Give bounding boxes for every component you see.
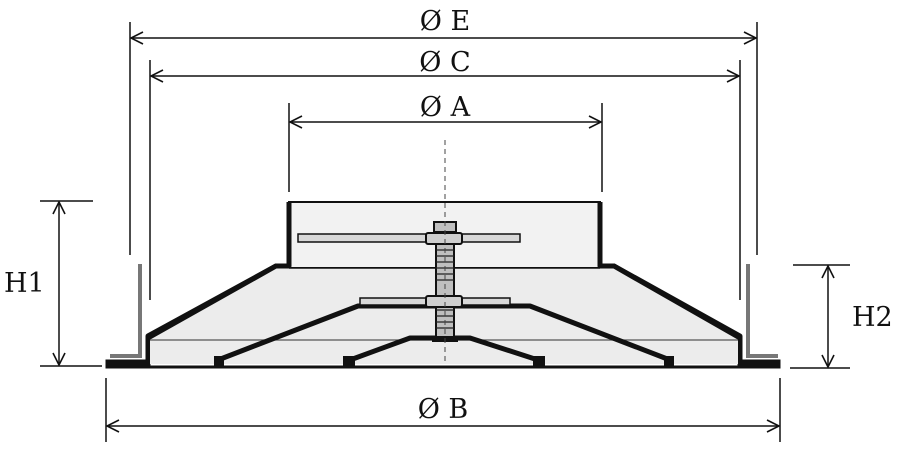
foot bbox=[664, 356, 674, 366]
label-dia-e: Ø E bbox=[420, 6, 470, 37]
lower-nut bbox=[425, 295, 463, 308]
label-dia-c: Ø C bbox=[419, 47, 470, 78]
label-dia-b: Ø B bbox=[418, 394, 469, 425]
diffuser-body bbox=[105, 201, 781, 369]
foot bbox=[533, 356, 545, 366]
left-ring-wall bbox=[110, 264, 142, 358]
base-flange bbox=[105, 359, 781, 369]
label-h2: H2 bbox=[852, 302, 893, 333]
foot bbox=[343, 356, 355, 366]
label-dia-a: Ø A bbox=[420, 92, 471, 123]
right-ring-wall bbox=[746, 264, 778, 358]
label-h1: H1 bbox=[4, 268, 45, 299]
dimensions bbox=[40, 22, 850, 442]
dimension-labels: Ø E Ø C Ø A Ø B H1 H2 bbox=[4, 4, 893, 425]
upper-nut bbox=[425, 232, 463, 245]
upper-bar bbox=[297, 233, 521, 243]
foot bbox=[214, 356, 224, 366]
